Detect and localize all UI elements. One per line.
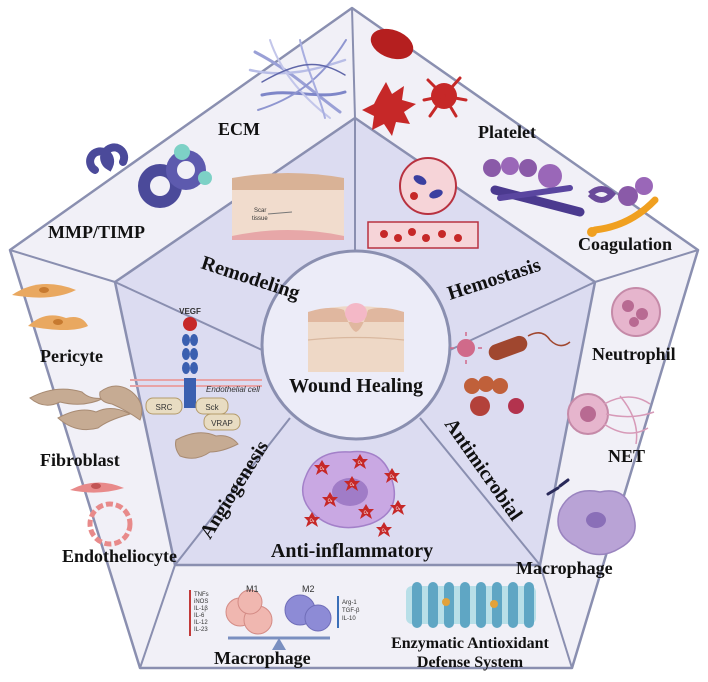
svg-text:O₂: O₂ [390,474,395,479]
svg-text:O₂: O₂ [320,466,325,471]
m1-marker: IL-6 [194,613,205,619]
scar-tissue-icon [232,173,344,240]
platelet-label: Platelet [478,122,536,142]
mmp-timp-label: MMP/TIMP [48,222,145,242]
sck-label: Sck [205,403,219,412]
pericyte-label: Pericyte [40,346,103,366]
src-label: SRC [156,403,173,412]
svg-text:O₂: O₂ [396,506,401,511]
neutrophil-label: Neutrophil [592,344,676,364]
svg-text:O₂: O₂ [382,528,387,533]
svg-text:O₂: O₂ [310,518,315,523]
endothelial-cell-label: Endothelial cell [206,385,260,394]
m1-marker: iNOS [194,599,208,605]
ros-cell-icon [303,452,395,528]
svg-text:O₂: O₂ [364,510,369,515]
m2-marker: TGF-β [342,608,360,614]
phase-anti-inflammatory: Anti-inflammatory [271,540,433,562]
endotheliocyte-label: Endotheliocyte [62,546,177,566]
m1-marker: IL-23 [194,627,208,633]
enzymatic-antioxidant-icon [406,582,536,628]
m2-marker: IL-10 [342,616,356,622]
center-title: Wound Healing [289,375,423,397]
m1-label: M1 [246,584,259,594]
svg-text:O₂: O₂ [328,498,333,503]
m2-marker: Arg-1 [342,600,357,606]
ecm-label: ECM [218,119,260,139]
fibroblast-label: Fibroblast [40,450,120,470]
m1-marker: IL-1β [194,606,208,612]
m2-label: M2 [302,584,315,594]
skin-section-icon [308,303,404,372]
coagulation-label: Coagulation [578,234,672,254]
vrap-label: VRAP [211,419,233,428]
vegf-label: VEGF [179,307,201,316]
enzymatic-label-line1: Enzymatic Antioxidant [391,635,549,652]
neutrophil-icon [612,288,660,336]
enzymatic-label-line2: Defense System [417,654,524,671]
macrophage-right-label: Macrophage [516,558,613,578]
svg-text:O₂: O₂ [358,460,363,465]
macrophage-bottom-label: Macrophage [214,648,311,668]
scar-label-1: Scar [254,208,266,214]
m1-marker: IL-12 [194,620,208,626]
svg-text:O₂: O₂ [350,482,355,487]
m1-marker: TNFs [194,592,209,598]
net-label: NET [608,446,645,466]
scar-label-2: tissue [252,216,268,222]
